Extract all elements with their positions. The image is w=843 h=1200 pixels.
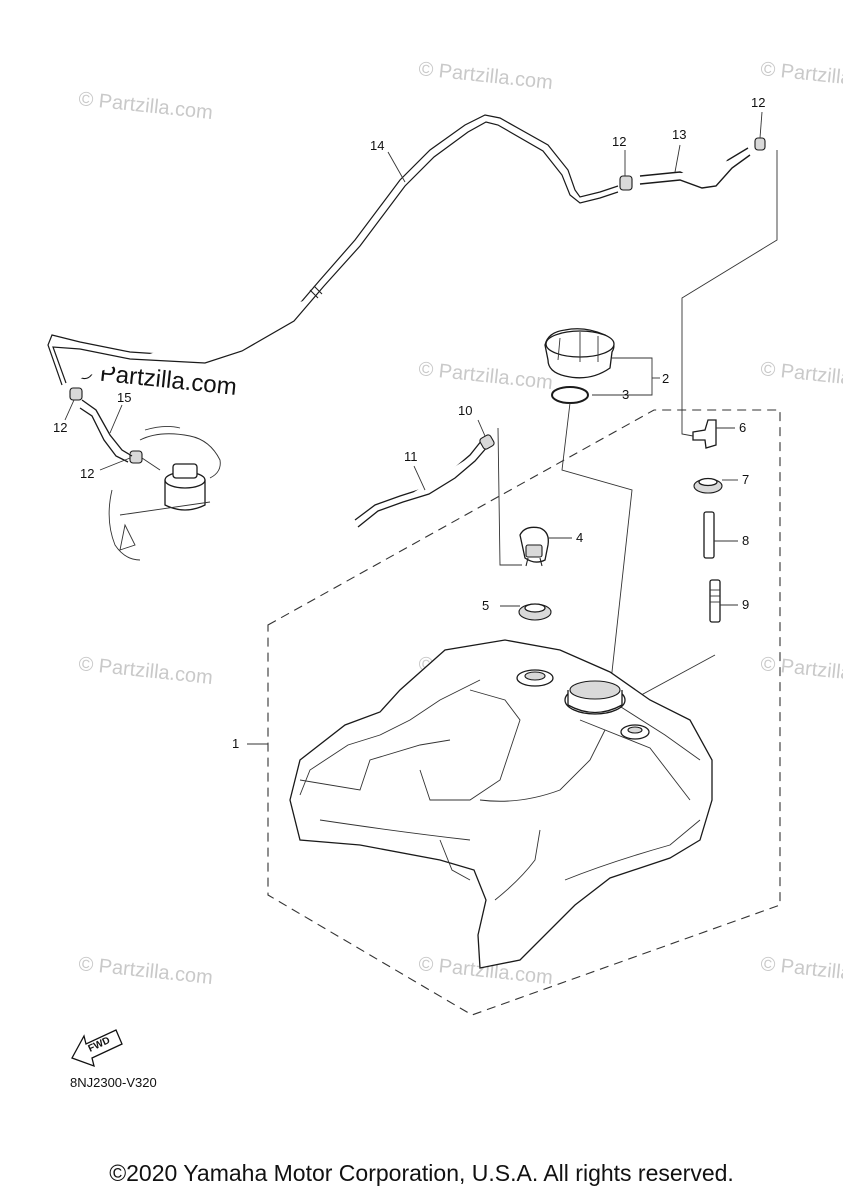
- callouts: 1 2 3 4 5 6 7 8 9 10 11 12 12 12 12 13 1…: [53, 95, 765, 751]
- watermark: © Partzilla.com: [759, 953, 843, 989]
- engine-fitting-sketch: [108, 425, 221, 561]
- elbow-joint-6[interactable]: [692, 419, 717, 449]
- pipe-9[interactable]: [709, 579, 721, 623]
- callout-15: 15: [117, 390, 131, 405]
- fwd-arrow-icon: FWD: [71, 1029, 123, 1068]
- callout-4: 4: [576, 530, 583, 545]
- callout-2: 2: [662, 371, 669, 386]
- hose-14[interactable]: [47, 114, 619, 386]
- callout-12: 12: [53, 420, 67, 435]
- o-ring-3[interactable]: [551, 386, 589, 404]
- callout-12: 12: [751, 95, 765, 110]
- callout-5: 5: [482, 598, 489, 613]
- clip-10[interactable]: [479, 434, 495, 450]
- callout-leaders: [64, 111, 763, 745]
- callout-10: 10: [458, 403, 472, 418]
- callout-12: 12: [80, 466, 94, 481]
- callout-7: 7: [742, 472, 749, 487]
- copyright-notice: ©2020 Yamaha Motor Corporation, U.S.A. A…: [109, 1160, 734, 1186]
- callout-14: 14: [370, 138, 384, 153]
- routing-lines: [497, 150, 778, 701]
- fuel-cap-2[interactable]: [544, 328, 615, 379]
- callout-11: 11: [404, 449, 418, 464]
- callout-13: 13: [672, 127, 686, 142]
- fuel-sender-4[interactable]: [519, 526, 549, 567]
- diagram-code: 8NJ2300-V320: [70, 1075, 157, 1090]
- watermark: © Partzilla.com: [759, 58, 843, 94]
- watermark: © Partzilla.com: [77, 653, 213, 689]
- callout-9: 9: [742, 597, 749, 612]
- watermark: © Partzilla.com: [759, 358, 843, 394]
- callout-6: 6: [739, 420, 746, 435]
- watermark: © Partzilla.com: [759, 653, 843, 689]
- hose-15[interactable]: [79, 399, 133, 463]
- hose-13[interactable]: [639, 147, 751, 189]
- watermark: © Partzilla.com: [77, 88, 213, 124]
- callout-3: 3: [622, 387, 629, 402]
- watermark: © Partzilla.com: [417, 58, 553, 94]
- callout-8: 8: [742, 533, 749, 548]
- watermark: © Partzilla.com: [417, 358, 553, 394]
- callout-1: 1: [232, 736, 239, 751]
- grommet-7[interactable]: [693, 477, 723, 494]
- pipe-8[interactable]: [703, 511, 715, 559]
- fuel-tank-1[interactable]: [267, 409, 781, 1016]
- grommet-5[interactable]: [518, 603, 552, 621]
- watermark: © Partzilla.com: [77, 953, 213, 989]
- clip-12[interactable]: [69, 137, 766, 464]
- callout-12: 12: [612, 134, 626, 149]
